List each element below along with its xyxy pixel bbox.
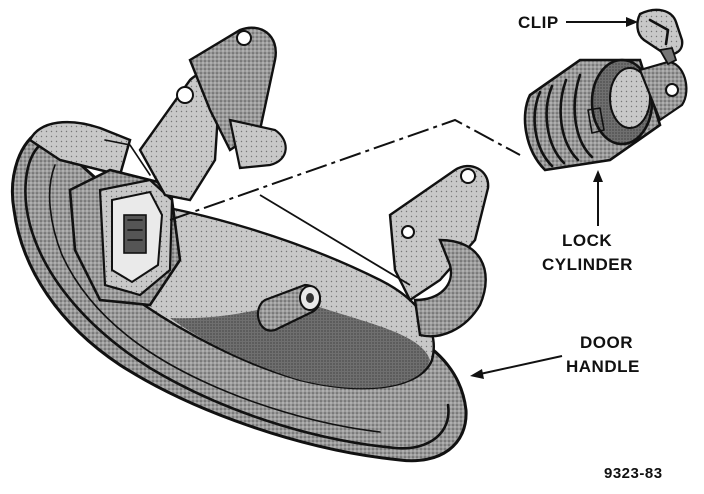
lock-cylinder bbox=[523, 58, 688, 172]
paddle-shadow bbox=[170, 300, 430, 389]
leader-lines bbox=[470, 17, 638, 379]
alignment-line bbox=[169, 118, 521, 221]
figure-number: 9323-83 bbox=[604, 465, 663, 482]
alignment-line-lower bbox=[259, 194, 411, 286]
clip-label: CLIP bbox=[518, 13, 559, 32]
bezel-rim bbox=[24, 143, 450, 450]
lock-cylinder-label-line2: CYLINDER bbox=[542, 255, 633, 274]
lock-cylinder-label-line1: LOCK bbox=[562, 231, 612, 250]
right-lever bbox=[388, 164, 490, 338]
lock-housing bbox=[68, 168, 182, 307]
bezel-flange bbox=[28, 120, 132, 177]
door-handle-label-line2: HANDLE bbox=[566, 357, 640, 376]
door-handle-assembly bbox=[10, 26, 490, 463]
door-handle-label-line1: DOOR bbox=[580, 333, 633, 352]
clip-part bbox=[636, 8, 684, 66]
bezel-rim-inner bbox=[48, 164, 381, 433]
paddle-pin bbox=[256, 283, 321, 332]
bellcrank-arm bbox=[104, 26, 287, 202]
